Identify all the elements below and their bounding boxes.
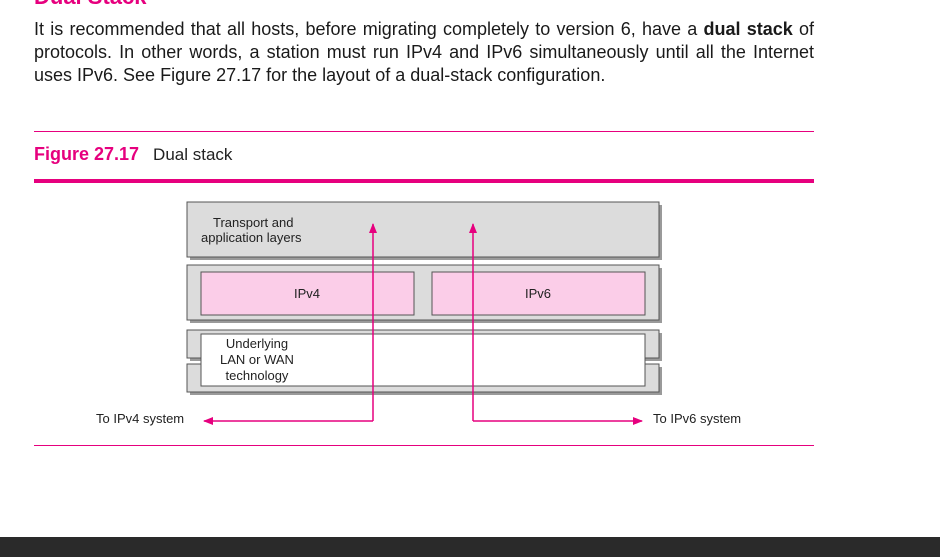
ipv6-label: IPv6 [525, 286, 551, 301]
figure-caption: Figure 27.17 Dual stack [34, 143, 232, 166]
transport-layer-box [186, 201, 662, 260]
figure-top-rule [34, 131, 814, 132]
transport-label-line1: Transport and [213, 215, 293, 230]
section-heading: Dual Stack [34, 0, 147, 8]
figure-number: Figure 27.17 [34, 144, 140, 164]
transport-label-line2: application layers [201, 230, 302, 245]
ipv6-box [431, 271, 646, 316]
ipv4-label: IPv4 [294, 286, 320, 301]
to-ipv6-label: To IPv6 system [653, 411, 741, 426]
paragraph-text-1: It is recommended that all hosts, before… [34, 19, 704, 39]
ipv4-box [200, 271, 415, 316]
underlying-layer-box [186, 329, 662, 395]
figure-title: Dual stack [153, 145, 233, 164]
bottom-toolbar-strip [0, 537, 940, 557]
figure-bottom-rule [34, 445, 814, 446]
paragraph-text-2: of protocols. In other words, a station … [34, 19, 814, 85]
to-ipv4-label: To IPv4 system [96, 411, 184, 426]
figure-header-rule [34, 179, 814, 183]
paragraph-bold-term: dual stack [703, 19, 793, 39]
underlying-label-line2: LAN or WAN [220, 352, 294, 367]
body-paragraph: It is recommended that all hosts, before… [34, 18, 814, 87]
underlying-label-line1: Underlying [226, 336, 288, 351]
underlying-label-line3: technology [226, 368, 289, 383]
